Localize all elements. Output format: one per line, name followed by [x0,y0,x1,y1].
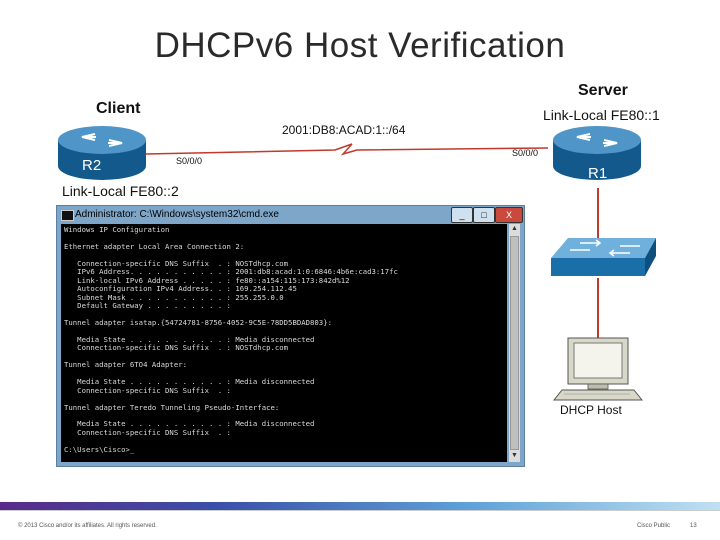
switch-icon [551,238,656,276]
cmd-app-icon [61,210,74,221]
server-label: Server [578,82,628,99]
client-label: Client [96,100,141,117]
cmd-window-title: Administrator: C:\Windows\system32\cmd.e… [75,209,279,220]
scroll-down-icon[interactable]: ▼ [511,452,518,459]
pc-host-icon [552,337,644,401]
r2-link-local-label: Link-Local FE80::2 [62,183,179,199]
page-title: DHCPv6 Host Verification [154,26,566,65]
close-button[interactable]: X [495,207,523,223]
console-text: Windows IP Configuration Ethernet adapte… [64,225,398,454]
router-r2-name: R2 [82,157,102,174]
footer-divider [0,510,720,511]
footer-label: Cisco Public [637,523,671,529]
footer-copyright: © 2013 Cisco and/or its affiliates. All … [18,523,157,529]
dhcp-host-label: DHCP Host [560,403,622,417]
r1-link-local-label: Link-Local FE80::1 [543,107,660,123]
minimize-button[interactable]: _ [451,207,473,223]
router-r2-icon [58,126,146,180]
cmd-window[interactable]: Administrator: C:\Windows\system32\cmd.e… [57,206,524,466]
cmd-console-output[interactable]: Windows IP Configuration Ethernet adapte… [61,224,507,462]
scroll-up-icon[interactable]: ▲ [511,225,518,232]
router-r1-icon [553,126,641,180]
network-prefix-label: 2001:DB8:ACAD:1::/64 [282,123,406,137]
router-r1-name: R1 [588,165,608,182]
r2-interface-label: S0/0/0 [176,156,203,166]
r1-interface-label: S0/0/0 [512,148,539,158]
cmd-titlebar[interactable]: Administrator: C:\Windows\system32\cmd.e… [57,206,524,224]
maximize-button[interactable]: □ [473,207,495,223]
scrollbar-thumb[interactable] [510,236,519,450]
serial-link [145,143,549,156]
footer-page-number: 13 [690,523,697,529]
footer-gradient-bar [0,502,720,510]
